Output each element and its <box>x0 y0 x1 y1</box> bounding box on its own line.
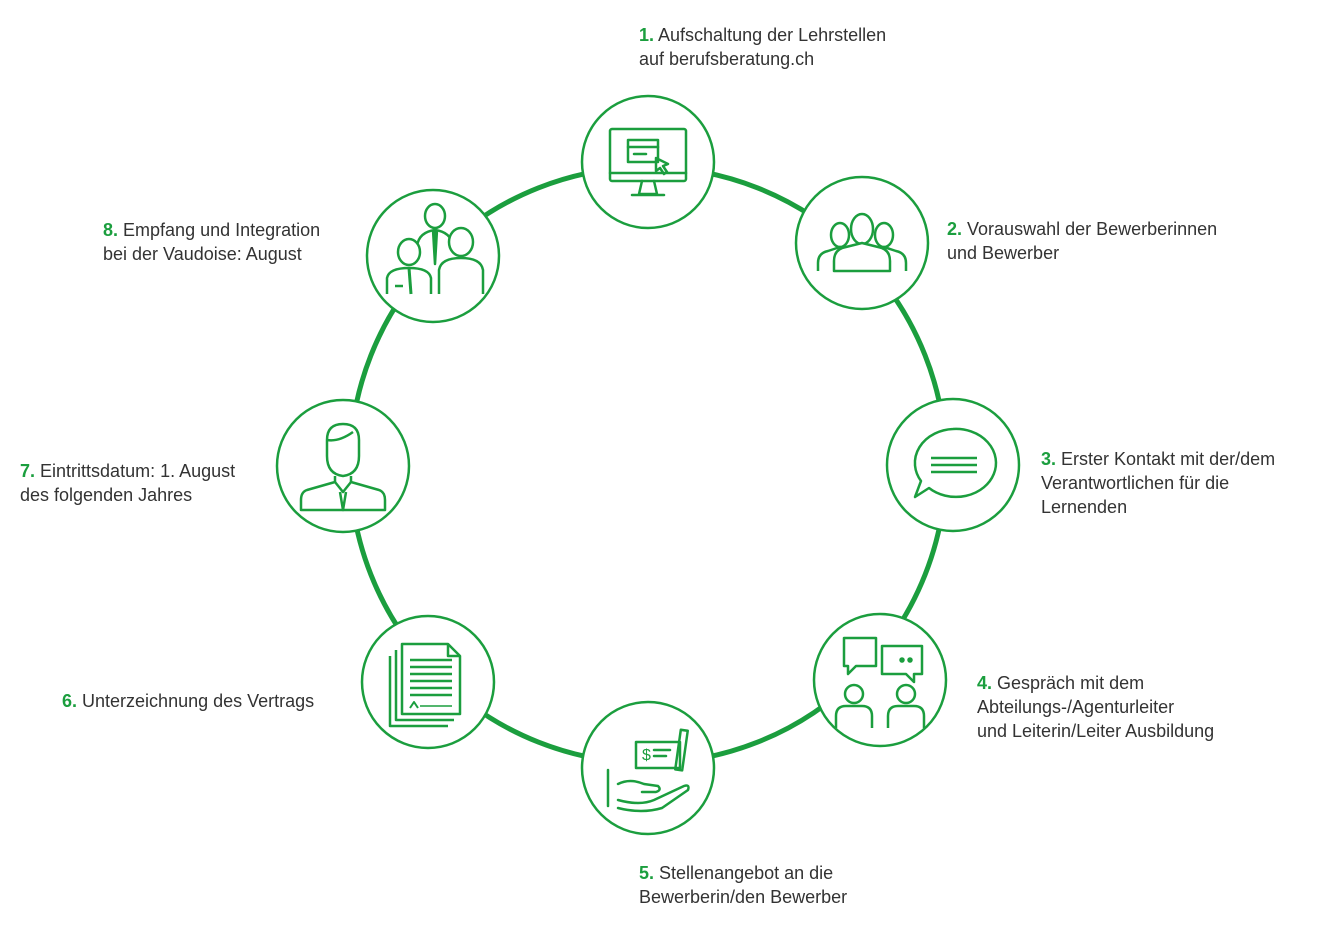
svg-text:$: $ <box>642 747 651 764</box>
step-8-node <box>365 188 501 324</box>
employee-icon <box>299 422 387 512</box>
conversation-icon <box>834 636 926 728</box>
step-4-label: 4. Gespräch mit dem Abteilungs-/Agenturl… <box>977 673 1215 741</box>
step-2-label: 2. Vorauswahl der Bewerberinnen und Bewe… <box>947 219 1218 263</box>
step-4-node <box>812 612 948 748</box>
job-offer-hand-icon: $ <box>606 728 690 813</box>
step-1-node <box>580 94 716 230</box>
step-7-node <box>275 398 411 534</box>
step-2-node <box>794 175 930 311</box>
step-6-label: 6. Unterzeichnung des Vertrags <box>62 691 315 711</box>
computer-screen-icon <box>608 127 688 197</box>
step-5-label: 5. Stellenangebot an die Bewerberin/den … <box>639 863 848 907</box>
step-5-node: $ <box>580 700 716 836</box>
step-8-label: 8. Empfang und Integration bei der Vaudo… <box>103 220 321 264</box>
team-integration-icon <box>385 202 485 295</box>
step-3-label: 3. Erster Kontakt mit der/dem Verantwort… <box>1041 449 1276 517</box>
people-group-icon <box>816 212 908 273</box>
step-1-label: 1. Aufschaltung der Lehrstellen auf beru… <box>639 25 887 69</box>
step-7-label: 7. Eintrittsdatum: 1. August des folgend… <box>20 461 236 505</box>
contract-documents-icon <box>388 642 462 728</box>
speech-bubble-icon <box>913 427 998 499</box>
step-6-node <box>360 614 496 750</box>
step-3-node <box>885 397 1021 533</box>
